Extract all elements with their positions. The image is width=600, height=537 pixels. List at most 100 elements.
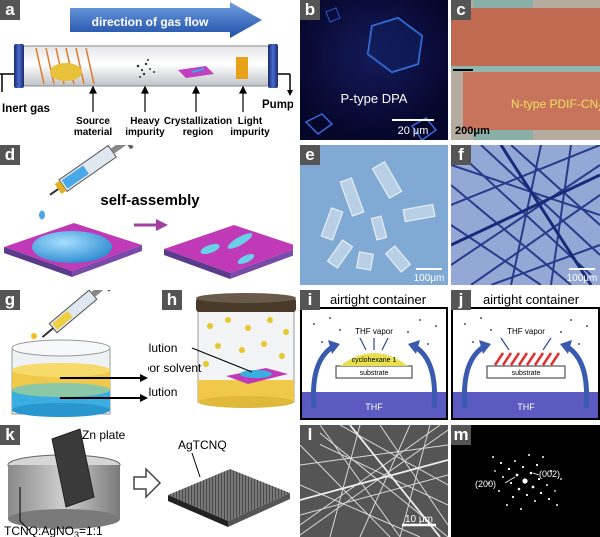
panel-a: a direction of gas flow: [0, 0, 293, 140]
panel-i: i airtight container THF substrate cyclo…: [300, 290, 448, 420]
substrate-label-i: substrate: [360, 370, 389, 377]
panel-label-e: e: [300, 145, 320, 165]
process-arrow: [156, 219, 168, 231]
heavy-label-1: Heavy: [130, 116, 160, 127]
inert-gas-label: Inert gas: [2, 103, 50, 115]
substrate-right: [164, 225, 293, 273]
scale-label-l: 10 μm: [405, 514, 433, 525]
poor-solvent-bath: [198, 380, 294, 402]
gas-flow-label: direction of gas flow: [92, 15, 209, 29]
vapor-label-j: THF vapor: [507, 327, 545, 336]
vapor-arrow-left-j: [461, 343, 487, 409]
light-label-1: Light: [238, 116, 263, 127]
pdif-title: N-type PDIF-CN2: [511, 97, 600, 113]
scale-label-f: 100μm: [567, 273, 598, 284]
drop-label-i: cyclohexane 1: [352, 357, 397, 364]
panel-label-h: h: [162, 290, 182, 310]
title-j: airtight container: [483, 292, 580, 307]
airtight-container-j: airtight container THF substrate THF vap…: [451, 292, 600, 420]
nanowire-sem-image: 10 μm: [300, 425, 448, 537]
crystal-3: [237, 254, 255, 264]
crystal-stripes-j: [493, 352, 561, 366]
cryst-label-1: Crystallization: [164, 116, 232, 127]
crystal-wires: [451, 145, 600, 285]
scale-label-e: 100μm: [414, 273, 445, 284]
label-002: (002): [539, 469, 560, 479]
vapor-arrow-right-i: [412, 343, 438, 409]
syringe: [49, 145, 134, 196]
cyclohexane-drop: [340, 353, 408, 366]
label-200: (200): [475, 479, 496, 489]
dpa-title: P-type DPA: [341, 91, 408, 106]
diffraction-spots: [488, 454, 562, 510]
source-label-2: material: [74, 127, 113, 138]
panel-label-j: j: [451, 290, 471, 310]
zn-plate: [51, 428, 95, 508]
wire-crystals-image: 100μm: [451, 145, 600, 285]
title-i: airtight container: [330, 292, 427, 307]
ratio-label: TCNQ:AgNO3=1:1: [4, 524, 103, 537]
panel-label-b: b: [300, 0, 320, 20]
light-impurity: [236, 57, 248, 79]
pump-label: Pump: [262, 99, 293, 111]
tube-cap-left: [14, 44, 24, 88]
panel-label-l: l: [300, 425, 320, 445]
process-arrow-k: [133, 467, 162, 499]
panel-g: g: [0, 290, 148, 420]
vapor-dots-j: [464, 317, 588, 345]
panel-e: e 100μm: [300, 145, 448, 285]
self-assembly-diagram: self-assembly: [4, 145, 293, 279]
panel-label-g: g: [0, 290, 20, 310]
agtcnq-growth-diagram: Zn plate TCNQ:AgNO3=1:1 AgTCNQ: [4, 428, 290, 537]
substrate-j: [486, 365, 566, 379]
zn-plate-label: Zn plate: [82, 428, 126, 442]
crystal-2: [227, 233, 253, 249]
source-label-1: Source: [76, 116, 110, 127]
panel-k: k Zn plate TCNQ:AgNO3=1:1: [0, 425, 293, 537]
pdif-crystal-image: N-type PDIF-CN2 200μm: [451, 0, 600, 140]
crystal-1: [200, 243, 220, 255]
scale-label-b: 20 μm: [398, 125, 429, 137]
pdif-crystal-ribbon-1: [451, 8, 600, 66]
label-poor-solvent: poor solvent: [148, 361, 202, 375]
label-solution-1: solution: [148, 341, 177, 355]
label-solution-2: solution: [148, 385, 177, 399]
vapor-dots: [203, 317, 289, 367]
cryst-label-2: region: [183, 127, 214, 138]
gas-flow-arrow: [70, 2, 262, 38]
dpa-crystal-image: P-type DPA 20 μm: [300, 0, 448, 140]
label-arrows: [89, 85, 247, 112]
substrate-label-j: substrate: [512, 370, 541, 377]
source-material: [50, 63, 82, 81]
panel-label-f: f: [451, 145, 471, 165]
solution-drop-h: [240, 370, 272, 378]
vapor-diffusion-jar: solution poor solvent solution: [148, 293, 296, 408]
pdif-crystal-ribbon-2: [463, 72, 600, 130]
vapor-label-i: THF vapor: [355, 327, 393, 336]
panel-d: d self-assembly: [0, 145, 293, 285]
heavy-impurity-dots: [136, 59, 155, 78]
layering-diagram: [11, 290, 148, 417]
panel-label-c: c: [451, 0, 471, 20]
panel-c: c N-type PDIF-CN2 200μm: [451, 0, 600, 140]
vapor-dots-i: [313, 317, 437, 345]
scale-label-c: 200μm: [455, 125, 490, 137]
thf-label-i: THF: [365, 402, 383, 412]
panel-b: b P-type DPA 20 μm: [300, 0, 448, 140]
rod-crystals-image: 100μm: [300, 145, 448, 285]
light-label-2: impurity: [230, 127, 270, 138]
airtight-container-i: airtight container THF substrate cyclohe…: [300, 292, 448, 420]
vapor-arrow-left-i: [310, 343, 336, 409]
thf-bath-i: [302, 392, 446, 418]
agtcnq-label: AgTCNQ: [178, 438, 227, 452]
thf-bath-j: [453, 392, 598, 418]
panel-label-k: k: [0, 425, 20, 445]
panel-f: f 100μm: [451, 145, 600, 285]
tube-furnace-diagram: direction of gas flow: [0, 2, 293, 138]
tube-cap-right: [268, 44, 278, 88]
panel-l: l 10 μm: [300, 425, 448, 537]
panel-label-m: m: [451, 425, 471, 445]
panel-label-i: i: [300, 290, 320, 310]
solution-drop: [32, 231, 112, 263]
